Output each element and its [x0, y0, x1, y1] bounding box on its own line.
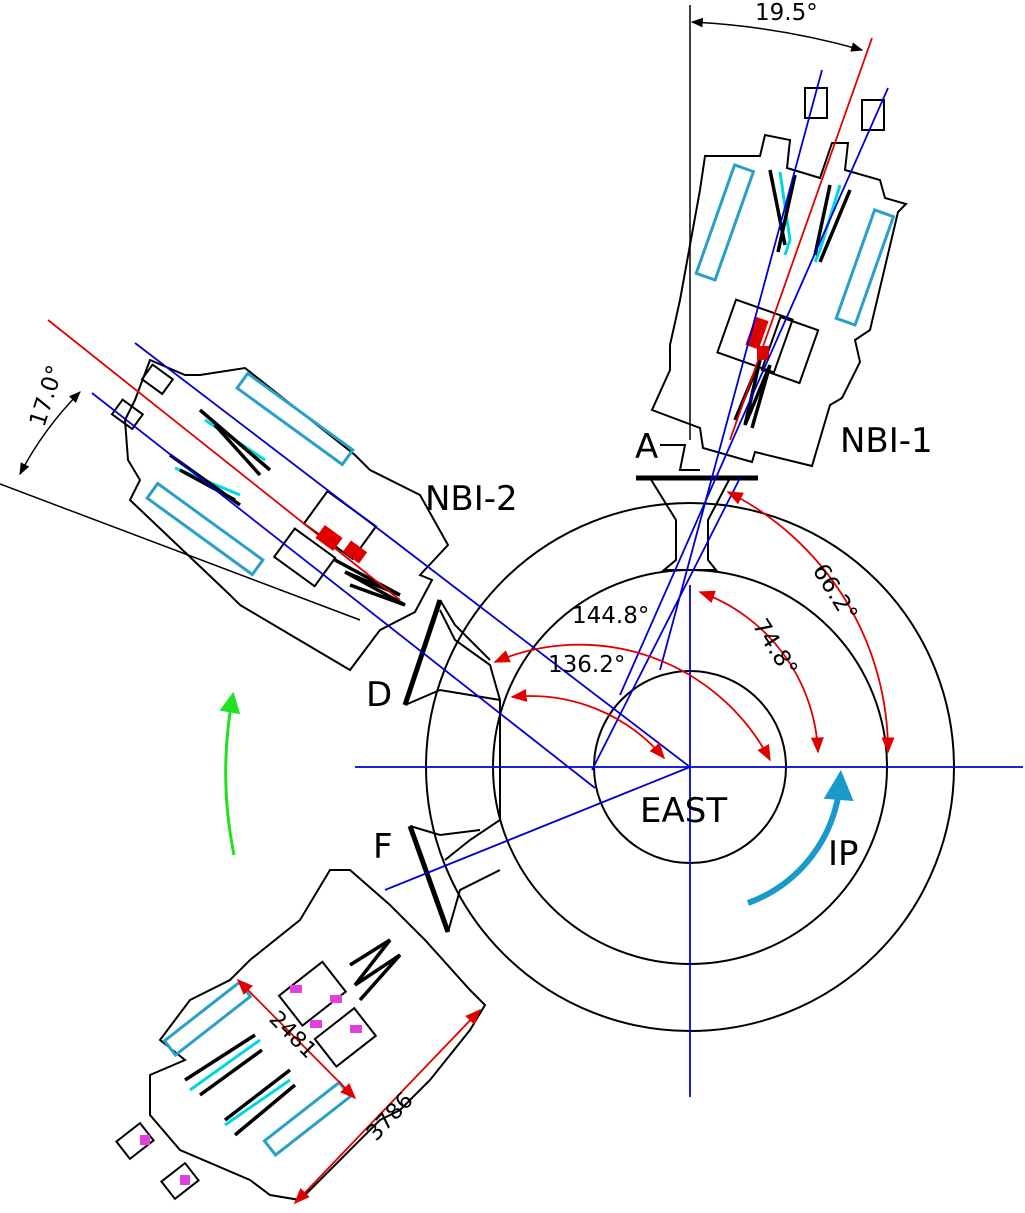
port-a-neck: [649, 477, 731, 571]
port-d-label: D: [366, 675, 392, 715]
plasma-current-arrow: [746, 770, 854, 906]
nbi-2-injector: [110, 358, 450, 672]
rotation-arrow: [219, 691, 241, 856]
nbi-2-tilt-angle: 17.0°: [25, 362, 69, 430]
port-f-label: F: [373, 827, 393, 867]
reference-axes: [0, 5, 1023, 1097]
center-lines: [47, 37, 873, 601]
port-a-angle: 66.2°: [807, 559, 862, 626]
nbi-1-injector: [650, 87, 908, 471]
port-a-inner-angle: 74.8°: [747, 614, 802, 681]
plasma-current-label: IP: [828, 834, 859, 874]
nbi-1-tilt-angle: 19.5°: [755, 0, 818, 26]
angle-arcs: [19, 17, 895, 762]
port-d-neck: [439, 609, 501, 861]
port-d-inner-angle: 136.2°: [548, 652, 625, 678]
nbi-2-label: NBI-2: [425, 479, 518, 519]
outer-length-dimension: 3786: [362, 1088, 418, 1146]
tokamak-label: EAST: [640, 791, 727, 831]
port-a-label: A: [635, 427, 658, 467]
port-d-angle: 144.8°: [572, 603, 649, 629]
dimension-lines: [236, 978, 482, 1205]
nbi-1-label: NBI-1: [840, 421, 933, 461]
port-f-cone: [409, 825, 501, 933]
port-f-flange: [407, 825, 451, 933]
